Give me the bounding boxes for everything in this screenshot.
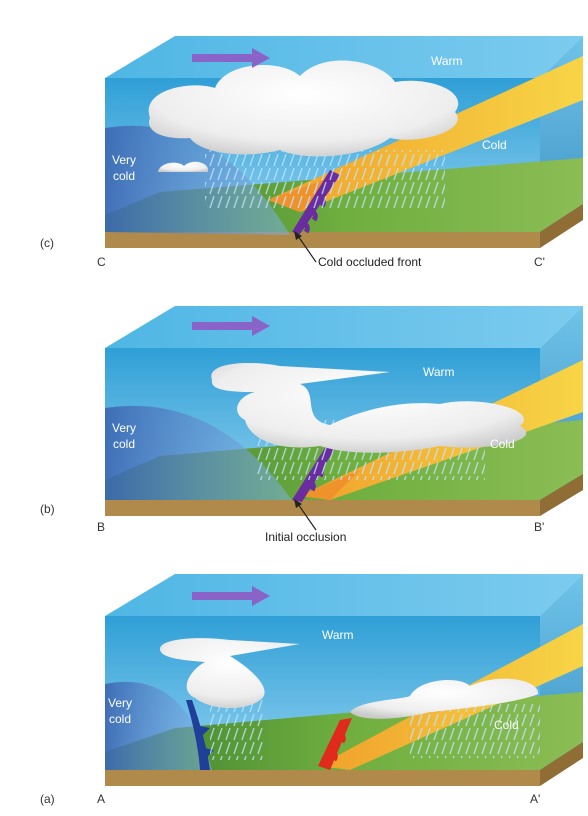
panel-b-very-cold-air-mass — [105, 405, 292, 500]
panel-a-left-corner: A — [97, 792, 106, 806]
panel-b — [105, 306, 583, 516]
panel-a-motion-arrow — [192, 586, 270, 606]
panel-a-warm-front-semicircles — [328, 729, 346, 762]
panel-c-right-corner: C' — [534, 255, 545, 269]
panel-b-callout-leader — [294, 499, 317, 531]
panel-c-cold-label: Cold — [482, 138, 507, 152]
panel-a — [105, 574, 583, 786]
panel-a-very-cold-air-mass — [105, 681, 212, 770]
panel-b-very-cold-label: Very cold — [112, 421, 137, 451]
panel-b-warm-label: Warm — [423, 365, 455, 379]
panel-b-cold-label: Cold — [490, 437, 515, 451]
panel-c-soil-front — [105, 232, 540, 248]
panel-a-warm-front-cloud — [350, 678, 539, 719]
panel-b-motion-arrow — [192, 316, 270, 336]
panel-a-cold-front — [186, 700, 210, 770]
panel-a-very-cold-label: Very cold — [108, 696, 133, 726]
panel-a-letter: (a) — [40, 792, 55, 806]
panel-a-warm-label: Warm — [322, 628, 354, 642]
panel-b-callout: Initial occlusion — [265, 530, 347, 544]
panel-c-letter: (c) — [40, 236, 54, 250]
panel-a-right-corner: A' — [530, 792, 541, 806]
panel-c-callout-leader — [294, 231, 317, 263]
panel-c-warm-label: Warm — [431, 54, 463, 68]
panel-b-left-corner: B — [97, 520, 106, 534]
panel-c-top-face — [105, 36, 583, 78]
panel-a-cold-front-cloud — [159, 638, 300, 709]
panel-a-rain-right — [410, 704, 540, 758]
panel-b-right-corner: B' — [534, 520, 545, 534]
panel-a-top-face — [105, 574, 583, 616]
panel-c-callout: Cold occluded front — [318, 255, 422, 269]
panel-a-rain — [210, 700, 265, 760]
panel-b-storm-cloud — [211, 362, 527, 453]
panel-c-small-cloud — [158, 161, 209, 172]
panel-b-letter: (b) — [40, 502, 55, 516]
panel-c-left-corner: C — [97, 255, 106, 269]
panel-c-soil-side — [540, 204, 583, 248]
panel-a-cold-label: Cold — [494, 718, 519, 732]
panel-b-top-face — [105, 306, 583, 348]
panel-c-motion-arrow — [192, 48, 270, 68]
panel-c-rain — [205, 150, 445, 210]
panel-b-soil-side — [540, 474, 583, 516]
panel-c-storm-cloud — [148, 60, 459, 157]
panel-a-warm-front — [318, 718, 352, 770]
panel-c — [105, 36, 583, 248]
panel-b-soil-front — [105, 500, 540, 516]
panel-c-very-cold-label: Very cold — [112, 153, 137, 183]
panel-a-soil-side — [540, 742, 583, 786]
panel-a-soil-front — [105, 770, 540, 786]
